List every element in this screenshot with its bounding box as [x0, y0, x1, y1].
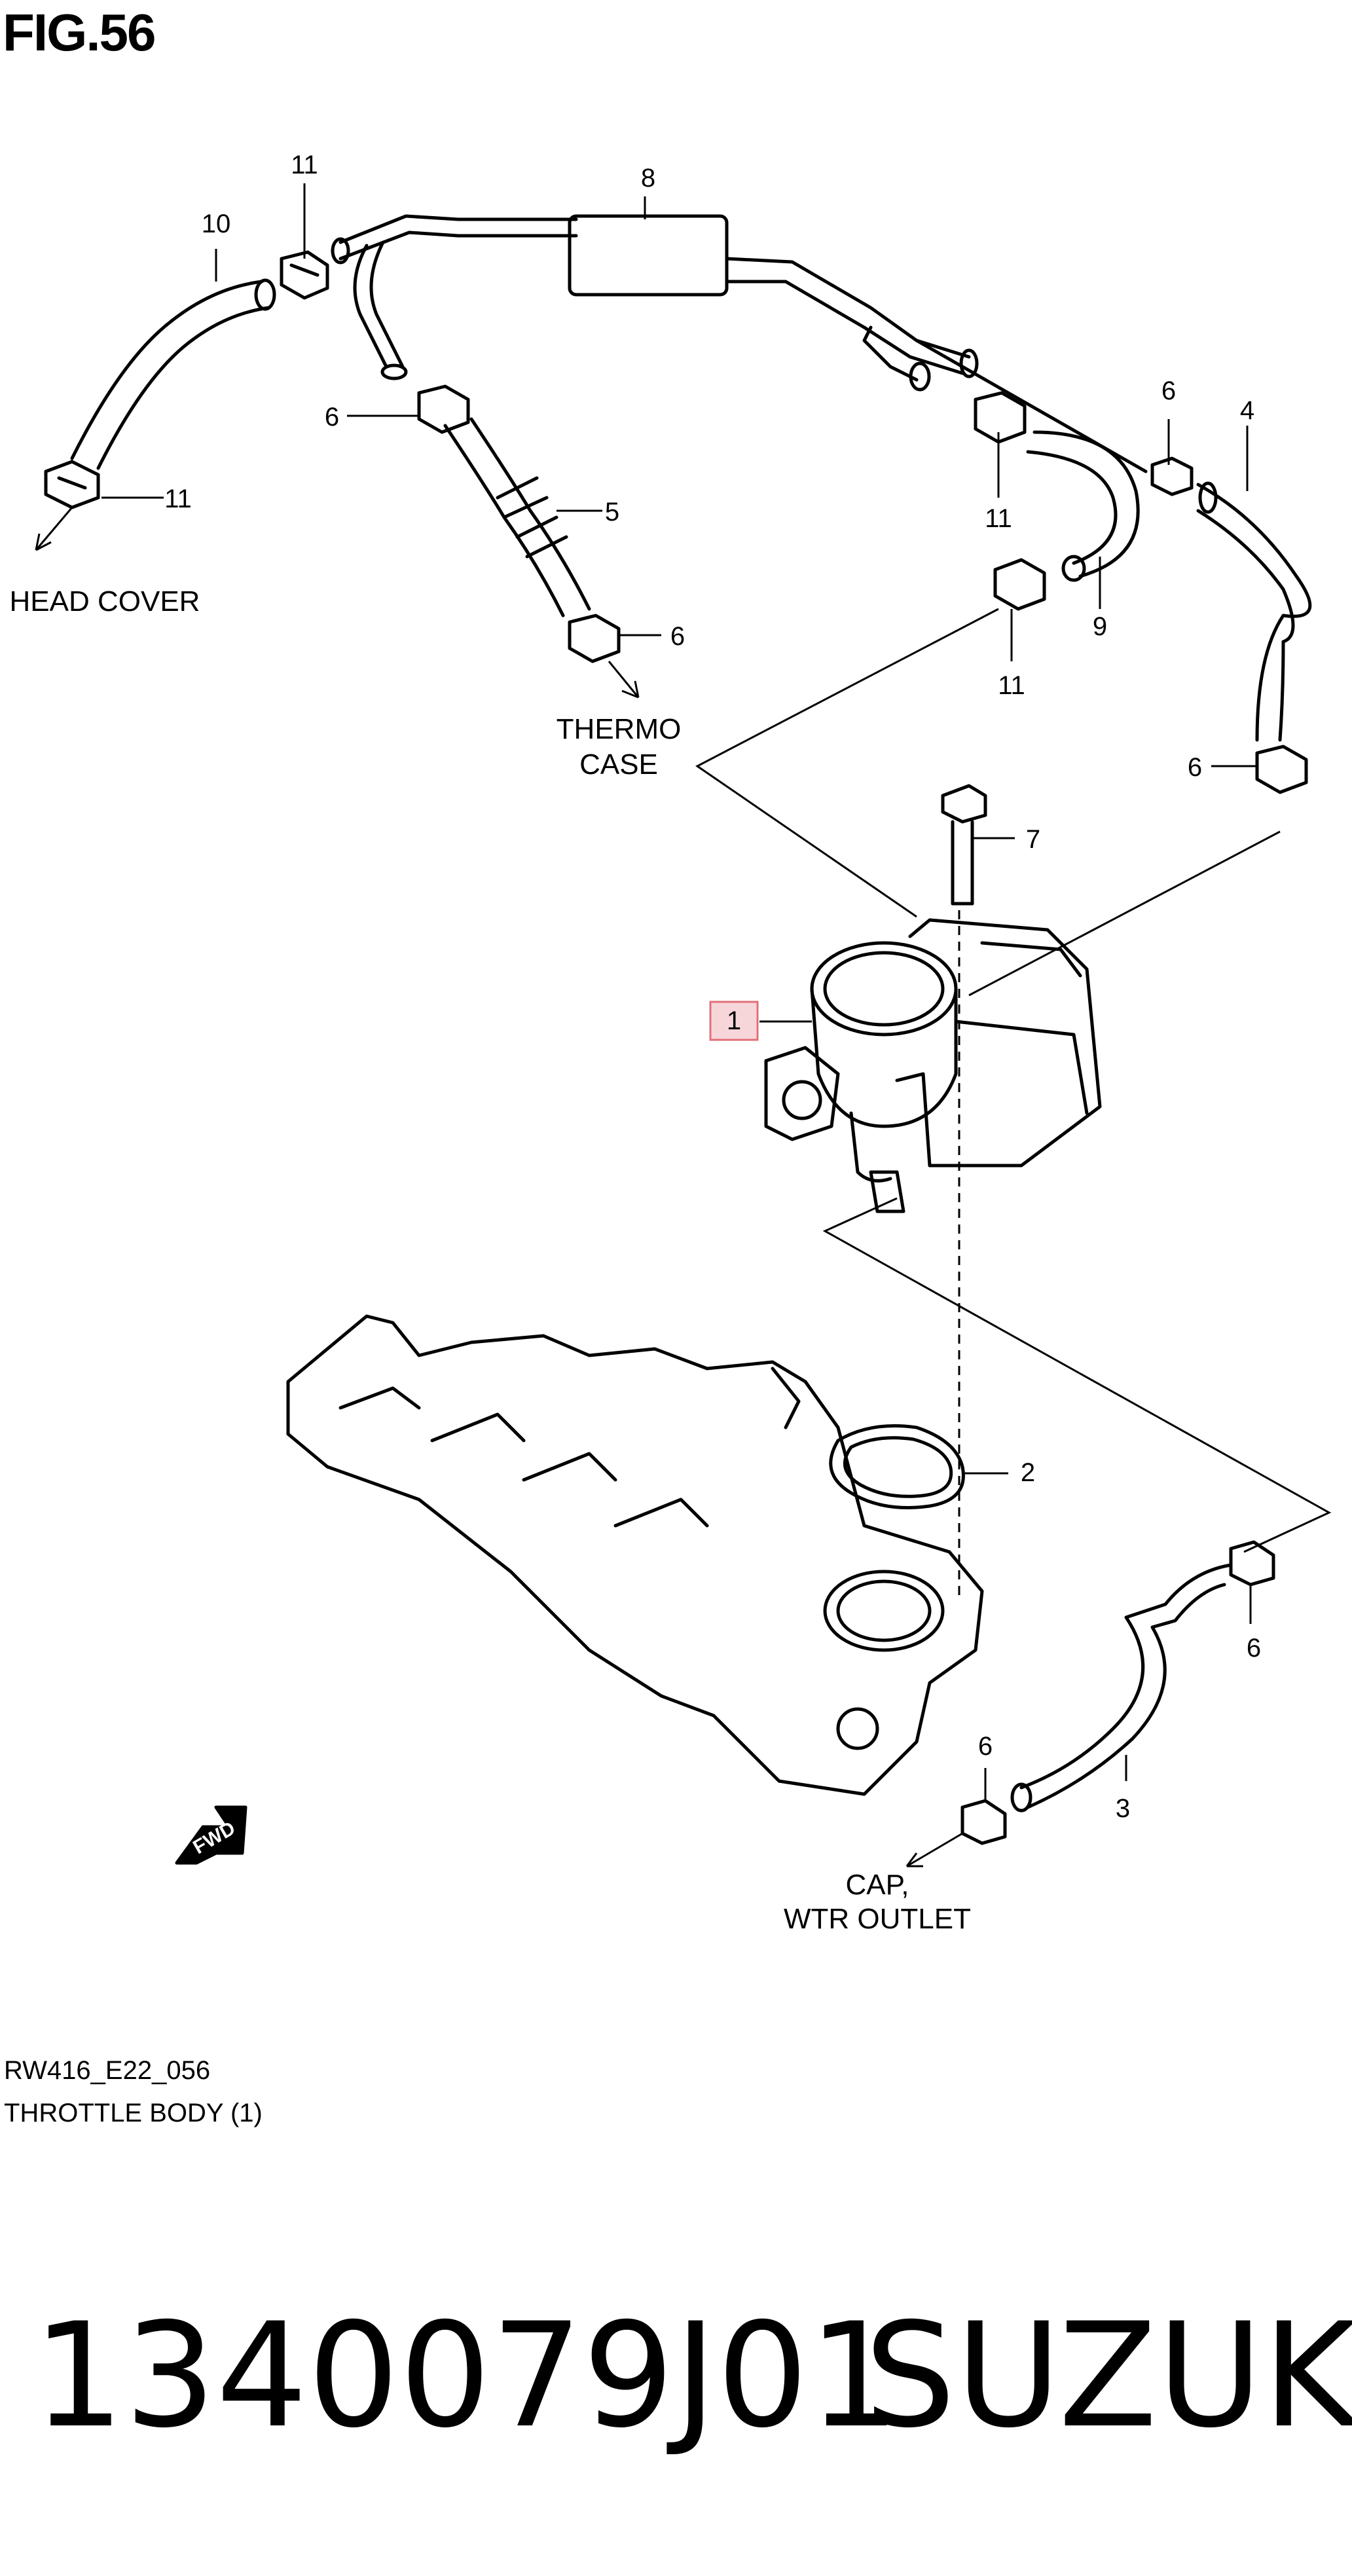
callout-11-pipe: 11: [985, 504, 1012, 533]
hose-5: [443, 417, 591, 617]
part-info: 1340079J01 SUZUKI: [0, 2292, 1352, 2462]
clamp-6-hose-4: [1150, 456, 1194, 496]
callout-6-hose-4: 6: [1188, 753, 1202, 782]
label-wtr-outlet: WTR OUTLET: [784, 1903, 971, 1935]
hose-4: [1196, 481, 1312, 742]
callout-6-hose-5: 6: [325, 403, 339, 432]
callout-7: 7: [1026, 825, 1040, 854]
throttle-body: [764, 918, 1102, 1213]
label-cap: CAP,: [845, 1869, 909, 1901]
assembly-line-hose-4: [968, 830, 1281, 997]
callout-8: 8: [641, 164, 655, 193]
hose-10: [70, 278, 276, 470]
assembly-line-hose-3: [822, 1197, 1332, 1553]
assembly-line-hose-9: [695, 608, 999, 918]
clamp-11-top: [280, 250, 329, 300]
callout-1: 1: [727, 1006, 741, 1035]
label-head-cover: HEAD COVER: [10, 585, 200, 617]
hose-3: [1010, 1563, 1233, 1812]
clamp-11-pipe: [974, 391, 1027, 444]
callout-11-hose-9: 11: [998, 671, 1025, 700]
clamp-6-hose-5-top: [417, 384, 470, 434]
intake-manifold: [286, 1314, 984, 1796]
label-thermo: THERMO: [557, 713, 682, 745]
hose-9: [1026, 430, 1140, 582]
brand-name: SUZUKI: [864, 2292, 1352, 2459]
clamp-11-hose-9: [993, 558, 1046, 611]
figure-title: FIG.56: [3, 3, 156, 62]
callout-4: 4: [1240, 396, 1254, 425]
diagram-code: RW416_E22_056: [4, 2056, 211, 2085]
arrow-thermo: [608, 661, 640, 699]
callout-10: 10: [202, 210, 231, 238]
callout-6-hose-3: 6: [1247, 1634, 1261, 1663]
callout-6-right: 6: [1161, 377, 1176, 405]
clamp-6-hose-4-bottom: [1255, 745, 1308, 794]
label-case: CASE: [579, 748, 658, 781]
callout-3: 3: [1116, 1794, 1130, 1823]
diagram-description: THROTTLE BODY (1): [4, 2099, 263, 2127]
callout-6-thermo: 6: [670, 622, 685, 651]
callout-9: 9: [1093, 612, 1107, 641]
clamp-6-hose-3-bottom: [960, 1799, 1007, 1845]
arrow-head-cover: [35, 507, 73, 551]
gasket-2: [829, 1424, 965, 1509]
bolt-7: [941, 784, 987, 906]
callout-1-highlight: [709, 1001, 759, 1041]
part-number: 1340079J01: [33, 2292, 900, 2459]
fwd-arrow: [175, 1805, 247, 1865]
callout-11-left: 11: [164, 485, 192, 513]
clamp-11-head-cover: [44, 460, 100, 509]
callout-2: 2: [1021, 1458, 1035, 1487]
clamp-6-hose-3-top: [1229, 1540, 1275, 1587]
callout-11-top: 11: [291, 151, 318, 179]
callout-5: 5: [605, 498, 619, 526]
arrow-cap: [905, 1832, 963, 1868]
clamp-6-hose-5-bottom: [568, 614, 621, 663]
callout-6-cap: 6: [978, 1732, 993, 1761]
parts-diagram: 1 2 3 4 5 6 6 6 6 6 6 7 8 9 10 11 11 11 …: [10, 151, 1332, 1935]
